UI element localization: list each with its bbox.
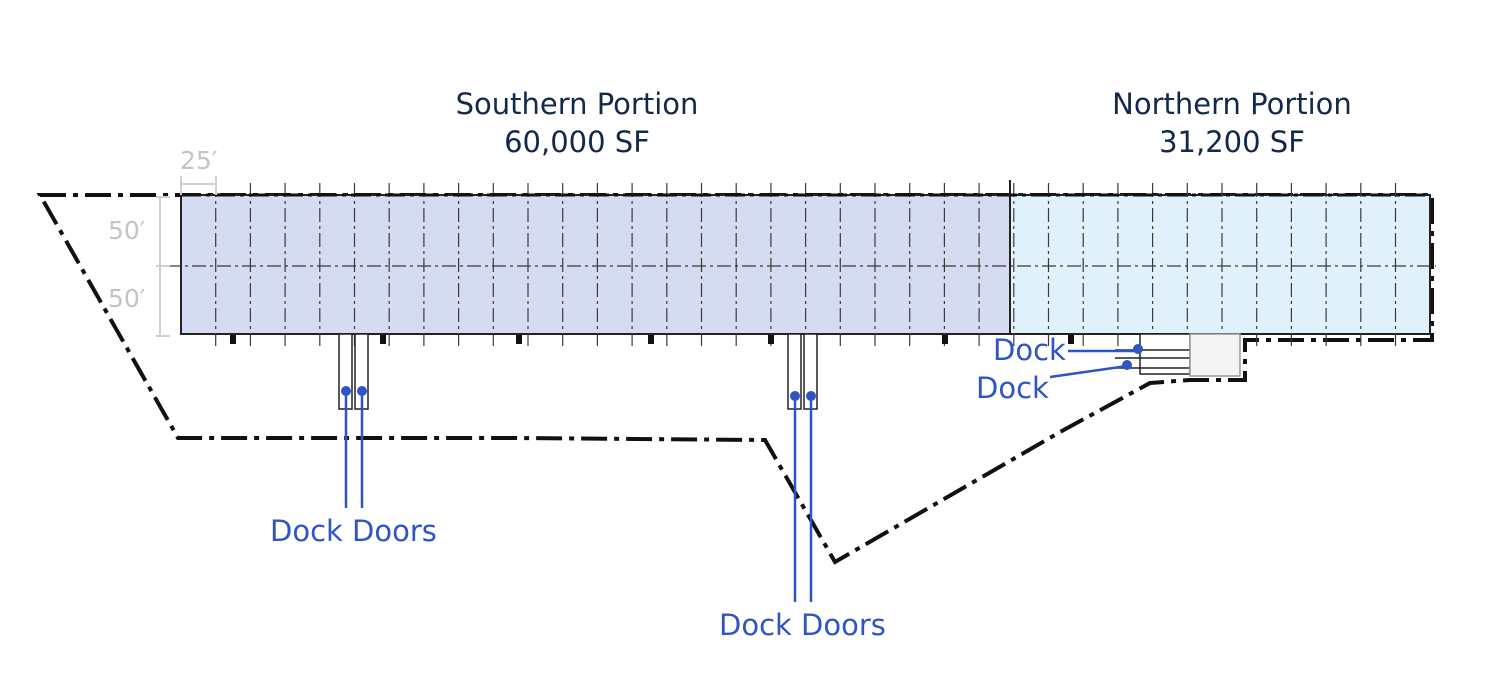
dock-upper-label: Dock bbox=[993, 333, 1066, 367]
dock-doors-left-label: Dock Doors bbox=[270, 514, 437, 548]
southern-portion-name: Southern Portion bbox=[455, 87, 699, 121]
column-grid bbox=[167, 180, 1436, 346]
dock-lower-label: Dock bbox=[976, 371, 1049, 405]
callout-leaders bbox=[344, 349, 1138, 602]
bay-width-label: 25′ bbox=[180, 146, 218, 175]
northern-portion-name: Northern Portion bbox=[1112, 87, 1352, 121]
bay-depth-lower-label: 50′ bbox=[108, 284, 146, 313]
callout-dots bbox=[341, 344, 1143, 401]
property-boundary bbox=[36, 193, 1434, 565]
northern-portion-label: Northern Portion 31,200 SF bbox=[1082, 85, 1382, 161]
dock-doors-center bbox=[787, 333, 818, 410]
northern-portion-area-value: 31,200 SF bbox=[1159, 125, 1305, 159]
dock-apron bbox=[1115, 333, 1241, 377]
northern-portion-area bbox=[1009, 194, 1431, 335]
dock-doors-left bbox=[338, 333, 369, 410]
southern-portion-area-value: 60,000 SF bbox=[504, 125, 650, 159]
dock-doors-center-label: Dock Doors bbox=[719, 608, 886, 642]
dimension-lines bbox=[156, 176, 217, 337]
southern-portion-area bbox=[180, 194, 1011, 335]
southern-portion-label: Southern Portion 60,000 SF bbox=[427, 85, 727, 161]
bay-depth-upper-label: 50′ bbox=[108, 216, 146, 245]
